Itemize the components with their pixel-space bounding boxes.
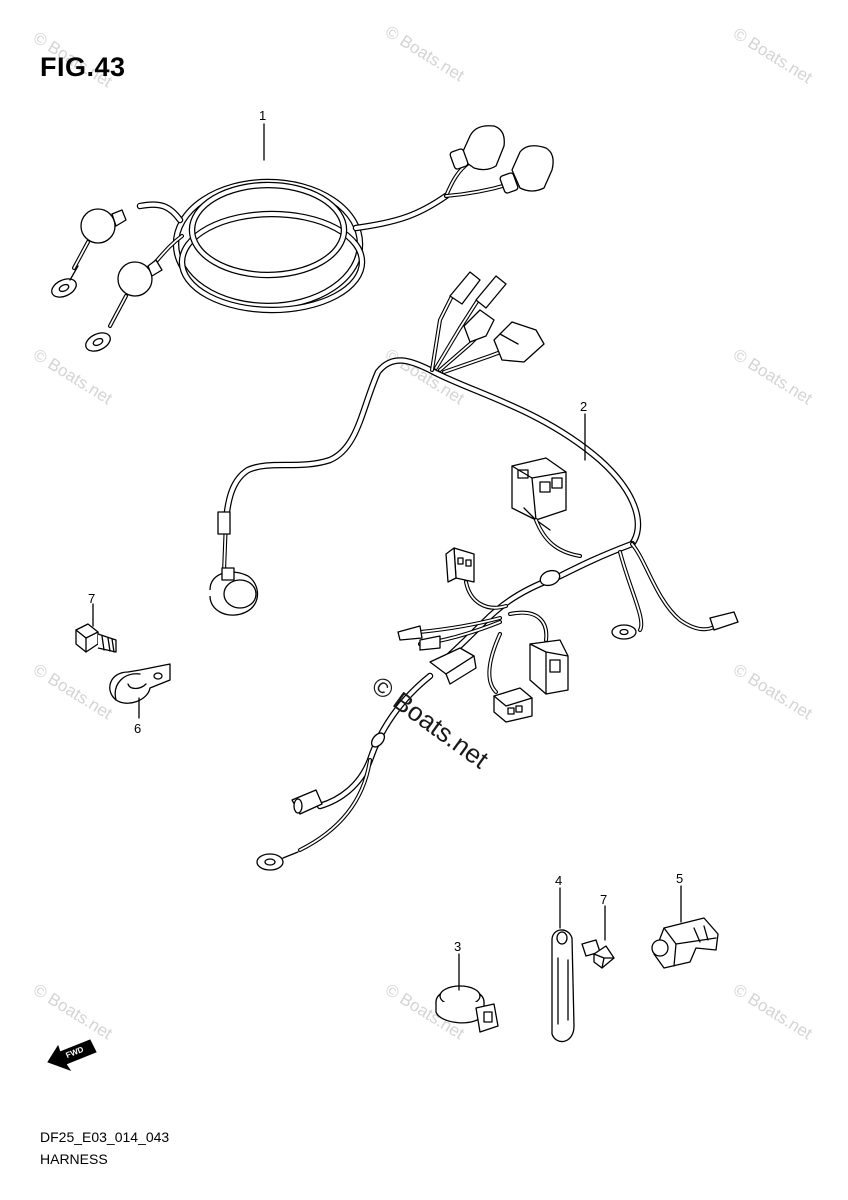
part-1-coiled-harness[interactable]: [49, 125, 554, 355]
fwd-indicator: FWD: [47, 1039, 97, 1071]
part-4-strap[interactable]: [551, 929, 575, 1043]
figure-name: HARNESS: [40, 1151, 108, 1167]
callout-6: 6: [134, 721, 141, 736]
part-6-clamp[interactable]: [109, 663, 171, 704]
callout-1: 1: [259, 108, 266, 123]
figure-title: FIG.43: [40, 52, 126, 82]
callout-4: 4: [555, 873, 562, 888]
callout-leaders: [92, 123, 682, 991]
callout-5: 5: [676, 871, 683, 886]
part-3-band-clamp[interactable]: [435, 985, 499, 1033]
part-7-bolt-right[interactable]: [581, 939, 615, 969]
callout-2: 2: [580, 399, 587, 414]
part-5-clip[interactable]: [651, 917, 719, 969]
callout-3: 3: [454, 939, 461, 954]
figure-code: DF25_E03_014_043: [40, 1129, 170, 1145]
part-2-main-harness[interactable]: [209, 271, 739, 871]
part-7-bolt-left[interactable]: [75, 623, 117, 653]
callout-7-left: 7: [88, 591, 95, 606]
callout-7-right: 7: [600, 892, 607, 907]
